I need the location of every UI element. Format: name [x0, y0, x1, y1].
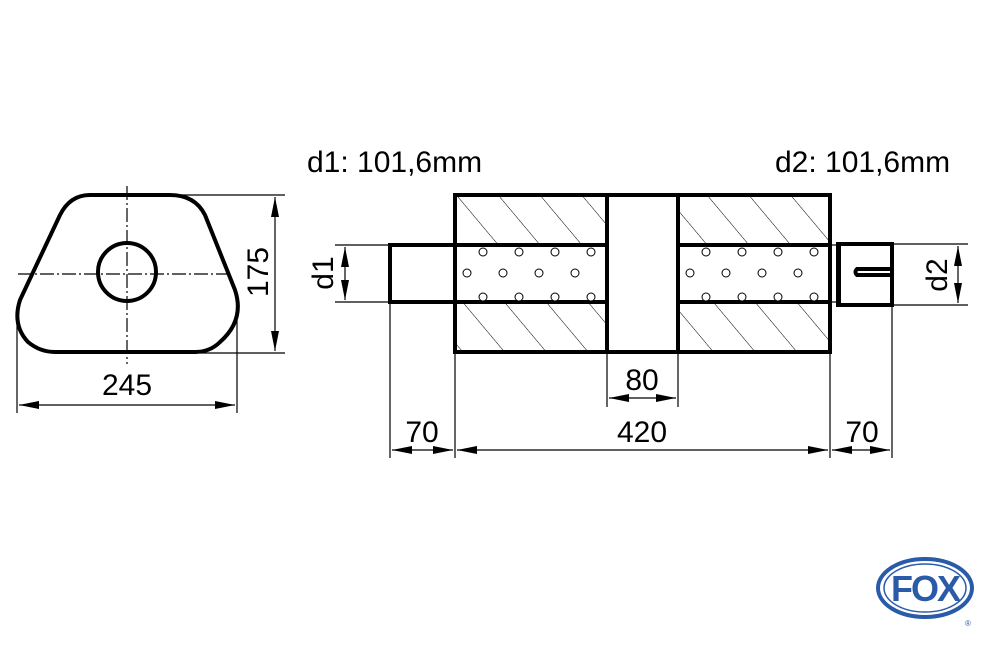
perforation-hole — [550, 247, 560, 257]
inlet-pipe — [388, 243, 455, 304]
perforation-hole — [737, 292, 747, 302]
inner-tube-right — [678, 245, 830, 302]
perforation-hole — [701, 292, 711, 302]
hatch-top-left — [455, 195, 607, 245]
inlet-length-label: 70 — [405, 416, 438, 449]
inner-tube-left — [455, 245, 607, 302]
perforation-hole — [737, 247, 747, 257]
perforation-hole — [586, 247, 596, 257]
body-length-label: 420 — [617, 416, 667, 449]
outlet-length-label: 70 — [845, 416, 878, 449]
trapezoid-outline — [15, 193, 240, 354]
perforation-hole — [809, 292, 819, 302]
perforation-hole — [462, 268, 472, 278]
perforation-hole — [570, 268, 580, 278]
perforation-hole — [809, 247, 819, 257]
side-view: d1 d2 80 70 420 70 — [307, 193, 968, 458]
perforation-hole — [757, 268, 767, 278]
perforation-hole — [478, 292, 488, 302]
fox-logo: FOX ® — [876, 557, 974, 628]
perforation-hole — [685, 268, 695, 278]
perforation-holes — [462, 247, 819, 302]
svg-text:FOX: FOX — [891, 568, 961, 609]
hatch-bottom-right — [678, 302, 830, 352]
d1-label: d1 — [307, 256, 340, 289]
perforation-hole — [550, 292, 560, 302]
perforation-hole — [773, 292, 783, 302]
perforation-hole — [514, 247, 524, 257]
inlet-diameter-title: d1: 101,6mm — [307, 146, 482, 179]
height-label: 175 — [242, 247, 275, 297]
perforation-hole — [793, 268, 803, 278]
outlet-diameter-title: d2: 101,6mm — [775, 146, 950, 179]
d2-label: d2 — [921, 258, 954, 291]
perforation-hole — [773, 247, 783, 257]
width-label: 245 — [102, 369, 152, 402]
outlet-slot — [853, 267, 892, 277]
hatch-bottom-left — [455, 302, 607, 352]
cross-section-view: 175 245 — [15, 186, 285, 413]
perforation-hole — [498, 268, 508, 278]
perforation-hole — [586, 292, 596, 302]
muffler-body — [453, 193, 832, 354]
perforation-hole — [534, 268, 544, 278]
svg-text:®: ® — [965, 619, 971, 628]
perforation-hole — [701, 247, 711, 257]
chamber-label: 80 — [625, 364, 658, 397]
perforation-hole — [721, 268, 731, 278]
perforation-hole — [514, 292, 524, 302]
hatch-top-right — [678, 195, 830, 245]
perforation-hole — [478, 247, 488, 257]
